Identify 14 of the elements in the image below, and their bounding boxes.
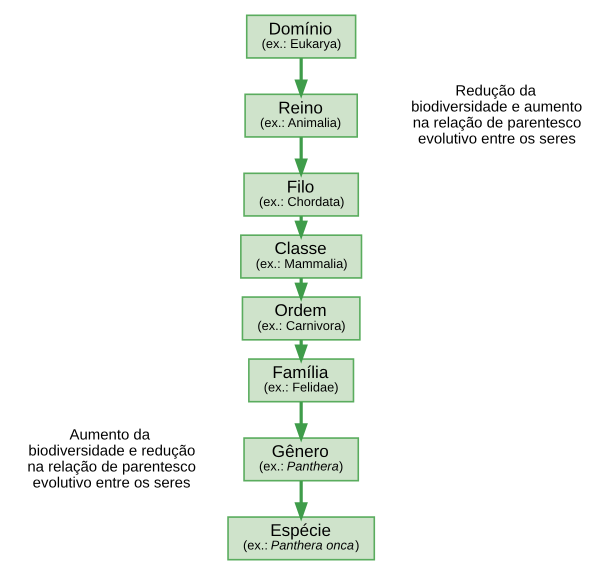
node-box: Classe (ex.: Mammalia) <box>240 234 362 278</box>
arrow <box>294 402 308 442</box>
arrow <box>294 58 308 98</box>
node-box: Reino (ex.: Animalia) <box>244 92 358 138</box>
node-box: Família (ex.: Felidae) <box>248 358 354 402</box>
label: Redução da biodiversidade e aumento na relação de parentesco evolutivo entre os seres <box>411 82 582 148</box>
node-box: Domínio (ex.: Eukarya) <box>246 14 356 58</box>
node-box: Gênero (ex.: Panthera) <box>243 436 360 482</box>
node-box: Filo (ex.: Chordata) <box>243 172 360 216</box>
label: Aumento da biodiversidade e redução na relação de parentesco evolutivo entre os seres <box>27 426 196 491</box>
node-box: Espécie (ex.: Panthera onca) <box>227 516 376 560</box>
node-box: Ordem (ex.: Carnivora) <box>242 296 361 340</box>
arrow <box>294 136 308 178</box>
arrow <box>294 480 308 521</box>
